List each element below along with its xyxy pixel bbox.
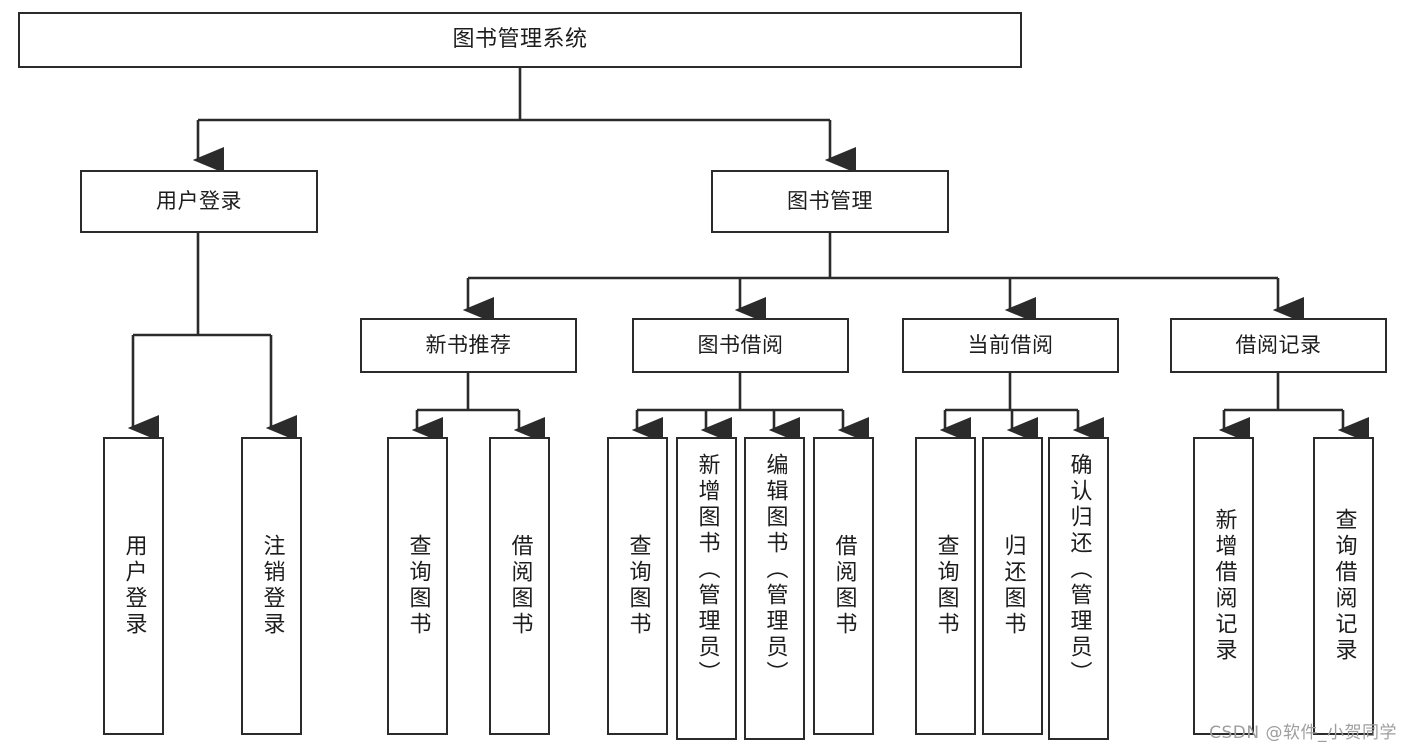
node-borrow-record[interactable]: 借阅记录: [1170, 318, 1387, 373]
node-label: 当前借阅: [967, 333, 1054, 358]
leaf-label: 查询图书: [405, 534, 431, 638]
leaf-label: 新增图书（管理员）: [694, 453, 720, 687]
node-label: 新书推荐: [425, 333, 512, 358]
node-user-login[interactable]: 用户登录: [80, 170, 318, 233]
node-book-borrow[interactable]: 图书借阅: [632, 318, 849, 373]
leaf-label: 新增借阅记录: [1211, 508, 1237, 664]
node-book-management[interactable]: 图书管理: [711, 170, 949, 233]
leaf-label: 用户登录: [121, 534, 147, 638]
leaf-label: 归还图书: [1000, 534, 1026, 638]
leaf-query-book-new-rec[interactable]: 查询图书: [387, 437, 448, 735]
leaf-borrow-book-new-rec[interactable]: 借阅图书: [489, 437, 550, 735]
node-root-book-management-system[interactable]: 图书管理系统: [18, 12, 1022, 68]
node-label: 借阅记录: [1235, 333, 1322, 358]
leaf-label: 查询图书: [933, 534, 959, 638]
leaf-label: 借阅图书: [831, 534, 857, 638]
leaf-query-book-borrow[interactable]: 查询图书: [607, 437, 668, 735]
watermark-text: CSDN @软件_小贺同学: [1209, 723, 1397, 743]
node-new-book-recommendation[interactable]: 新书推荐: [360, 318, 577, 373]
leaf-query-borrow-record[interactable]: 查询借阅记录: [1313, 437, 1374, 735]
leaf-return-book[interactable]: 归还图书: [982, 437, 1043, 735]
node-label: 图书借阅: [697, 333, 784, 358]
leaf-confirm-return-admin[interactable]: 确认归还（管理员）: [1048, 437, 1109, 740]
leaf-label: 查询图书: [625, 534, 651, 638]
leaf-user-login[interactable]: 用户登录: [103, 437, 164, 735]
leaf-label: 编辑图书（管理员）: [762, 453, 788, 687]
leaf-label: 借阅图书: [507, 534, 533, 638]
node-label: 图书管理系统: [452, 27, 588, 53]
leaf-user-logout[interactable]: 注销登录: [241, 437, 302, 735]
leaf-add-borrow-record[interactable]: 新增借阅记录: [1193, 437, 1254, 735]
leaf-borrow-book-borrow[interactable]: 借阅图书: [813, 437, 874, 735]
leaf-query-book-current[interactable]: 查询图书: [915, 437, 976, 735]
leaf-add-book-admin[interactable]: 新增图书（管理员）: [676, 437, 737, 740]
leaf-edit-book-admin[interactable]: 编辑图书（管理员）: [744, 437, 805, 740]
leaf-label: 注销登录: [259, 534, 285, 638]
leaf-label: 查询借阅记录: [1331, 508, 1357, 664]
node-label: 图书管理: [787, 189, 873, 214]
node-current-borrow[interactable]: 当前借阅: [902, 318, 1119, 373]
leaf-label: 确认归还（管理员）: [1066, 453, 1092, 687]
node-label: 用户登录: [156, 189, 242, 214]
